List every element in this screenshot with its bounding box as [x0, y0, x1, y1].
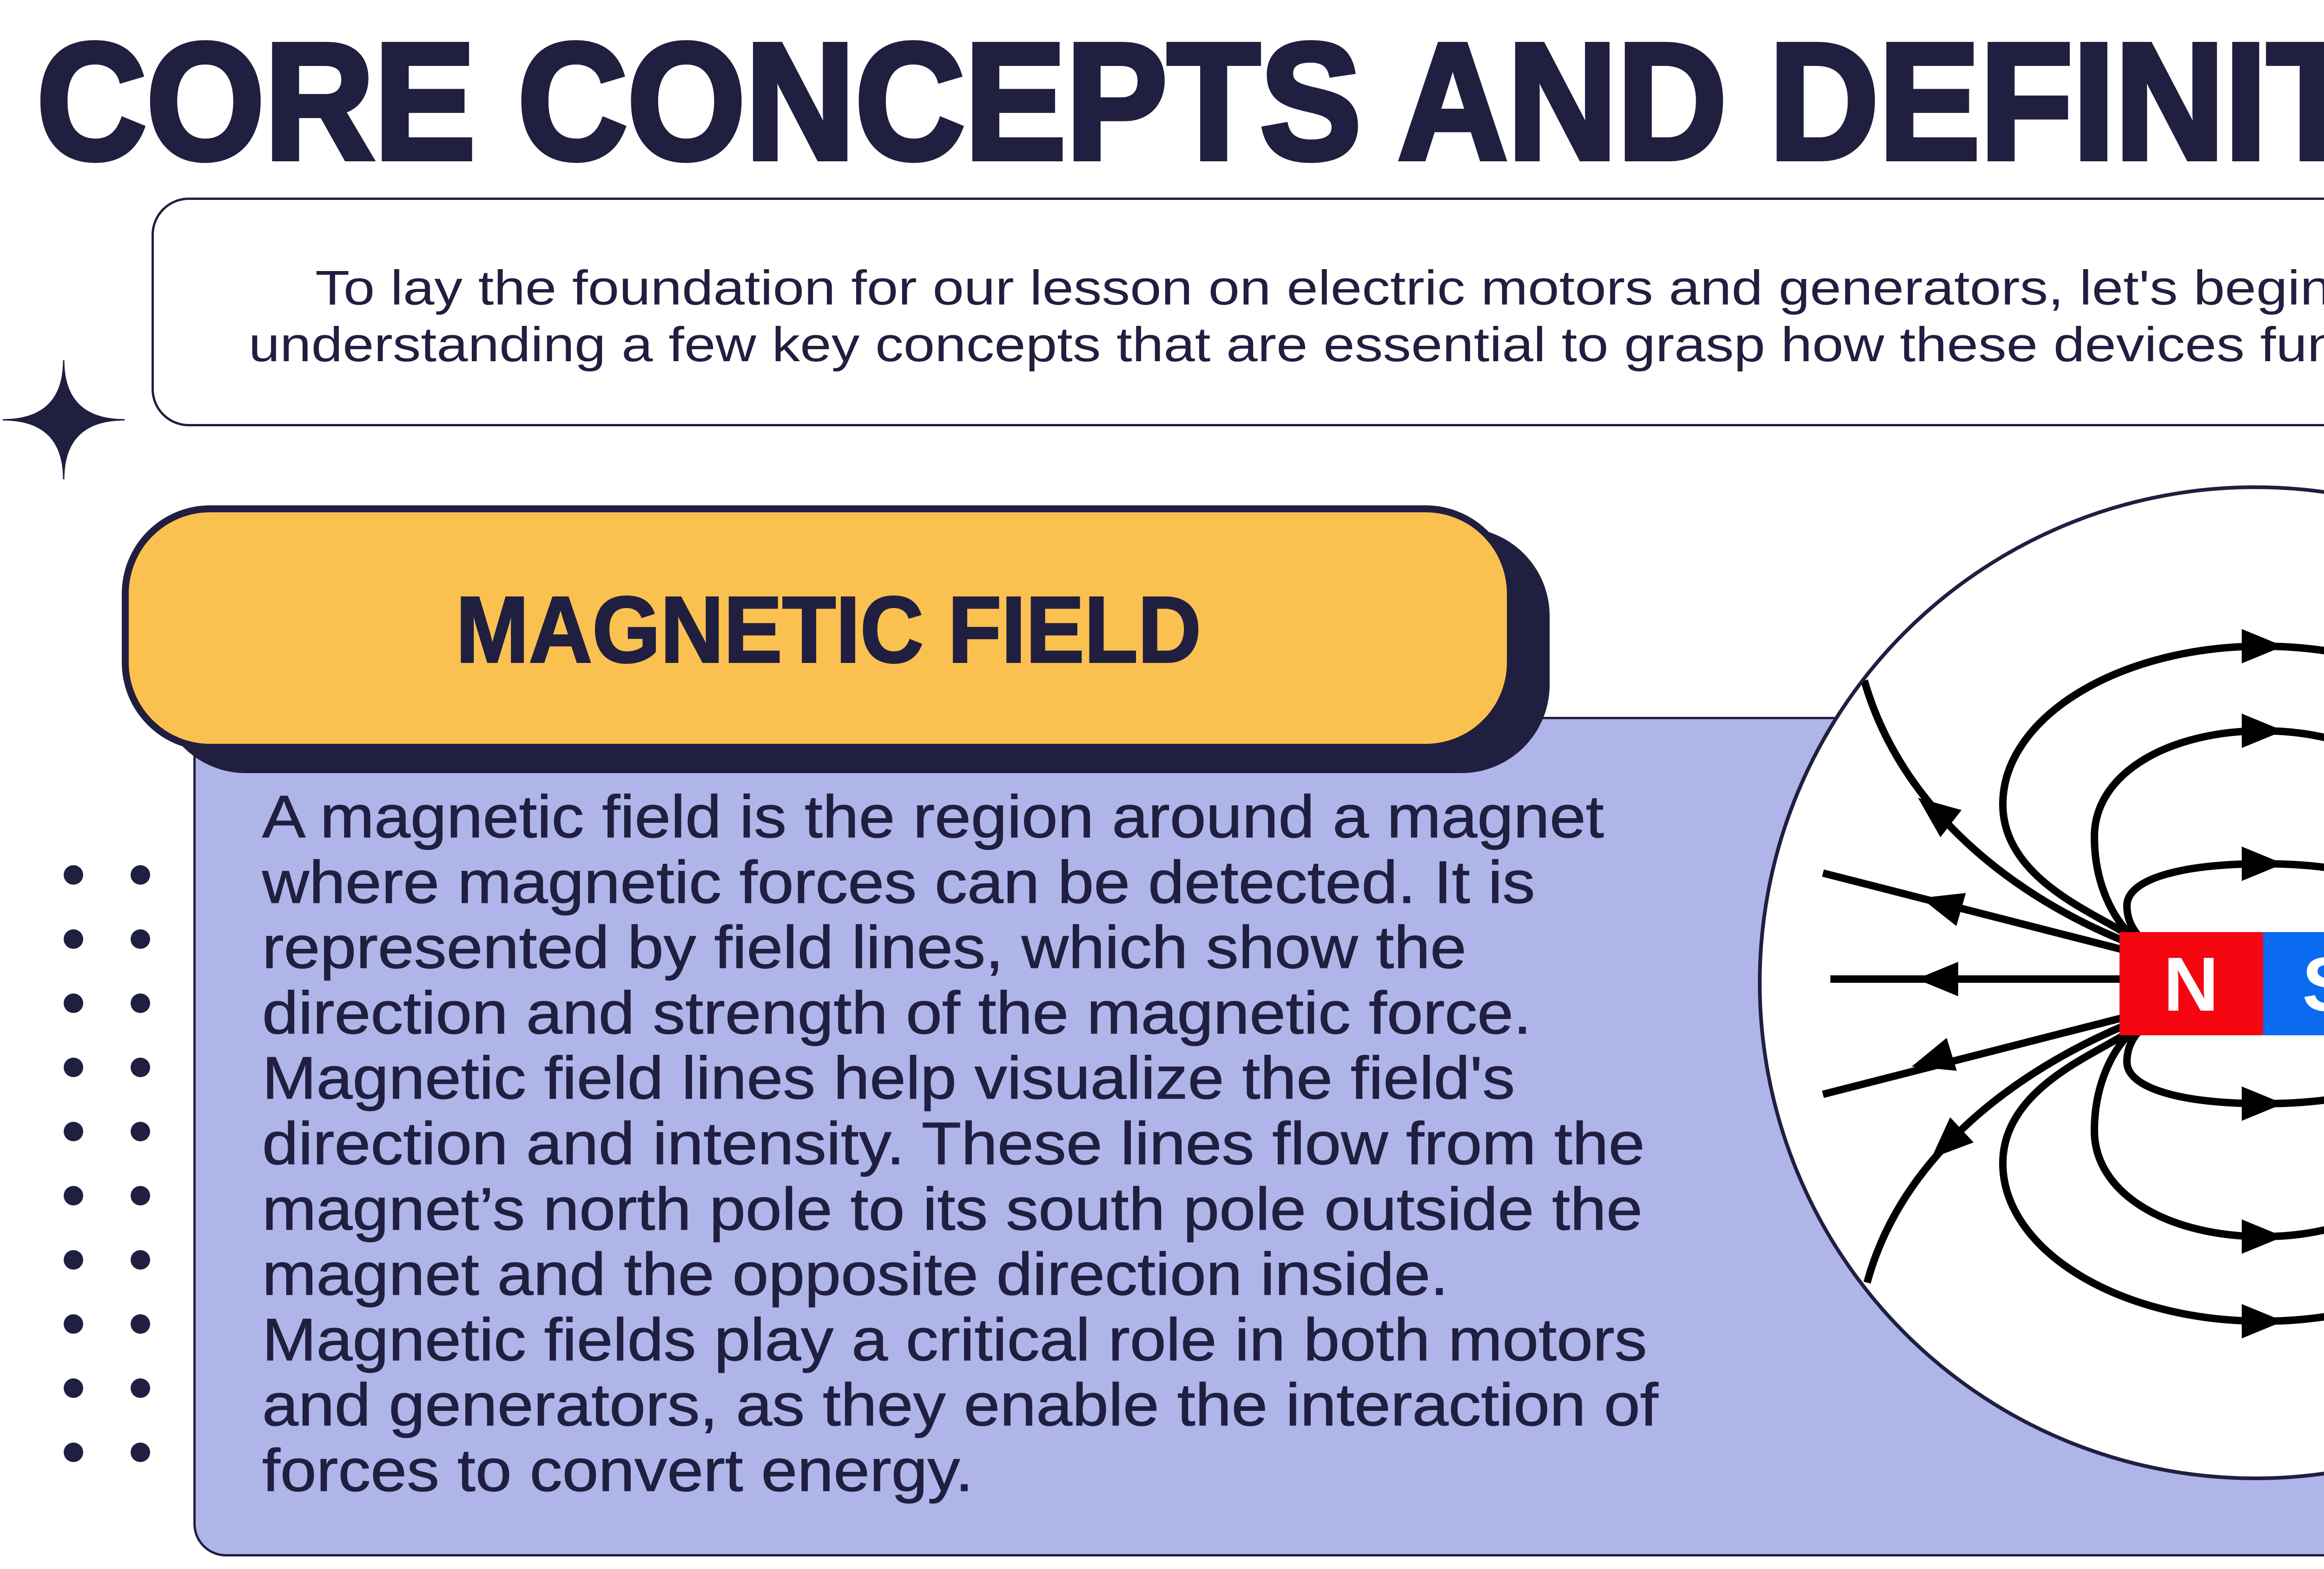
svg-text:S: S [2302, 941, 2324, 1027]
svg-text:N: N [2163, 941, 2218, 1027]
